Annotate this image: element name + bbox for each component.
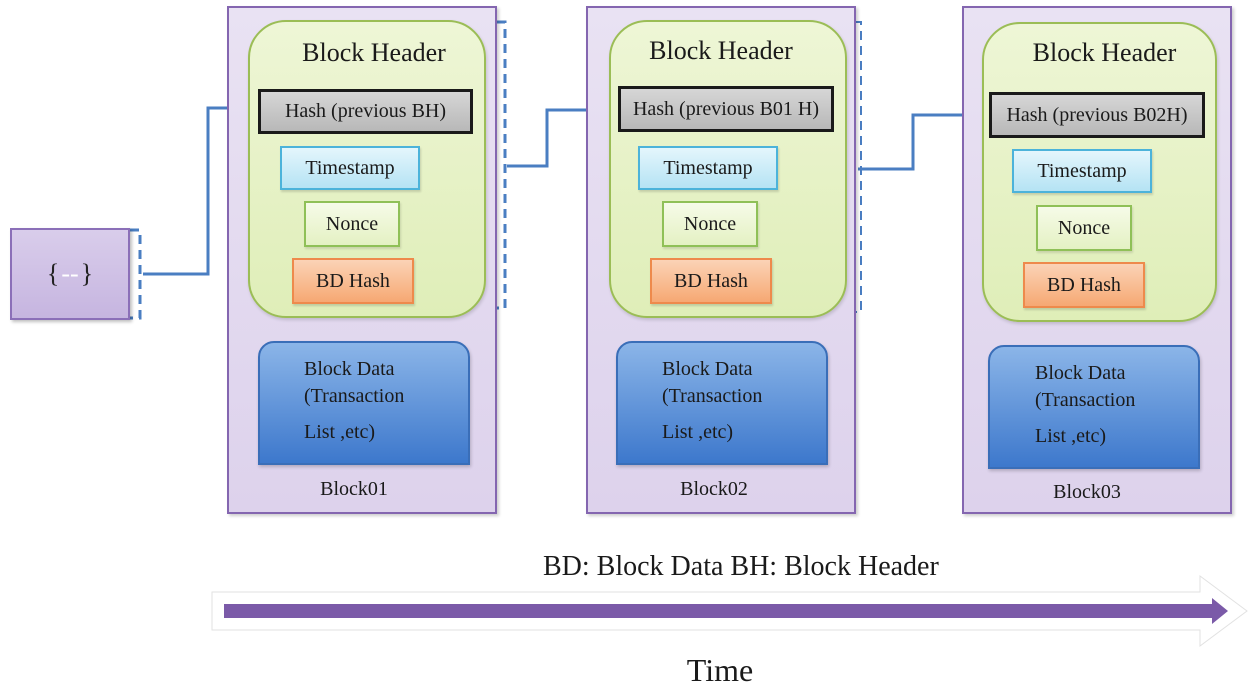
block-03-timestamp-field: Timestamp: [1012, 149, 1152, 193]
block-03-data-line1: Block Data: [1035, 362, 1126, 384]
block-01-data-line2: (Transaction: [304, 385, 405, 407]
block-02-label: Block02: [680, 478, 748, 500]
block-03-bd-hash-field: BD Hash: [1023, 262, 1145, 308]
block-01-data: Block Data (Transaction List ,etc): [258, 341, 470, 465]
block-03-data-line3: List ,etc): [1035, 425, 1107, 447]
timeline-label: Time: [686, 652, 754, 688]
legend-text: BD: Block Data BH: Block Header: [543, 551, 939, 582]
block-02-data: Block Data (Transaction List ,etc): [616, 341, 828, 465]
block-03-hash-field: Hash (previous B02H): [989, 92, 1205, 138]
block01-header-bracket: [497, 20, 507, 310]
block-02-data-line2: (Transaction: [662, 385, 763, 407]
origin-block: { -- }: [10, 228, 130, 320]
block02-header-bracket: [855, 21, 862, 313]
connector-block01-to-block02: [507, 105, 610, 168]
block-02-timestamp-field: Timestamp: [638, 146, 778, 190]
block-01-nonce-field: Nonce: [304, 201, 400, 247]
origin-brace-close: }: [80, 259, 94, 288]
block-01-header-title: Block Header: [302, 38, 446, 67]
block-02-data-line3: List ,etc): [662, 421, 734, 443]
origin-bracket: [130, 228, 142, 320]
block-02-bd-hash-field: BD Hash: [650, 258, 772, 304]
origin-brace-open: {: [46, 259, 60, 288]
connector-block02-to-block03: [858, 110, 988, 171]
origin-dashes: --: [61, 259, 79, 288]
block-03-nonce-field: Nonce: [1036, 205, 1132, 251]
block-02-data-line1: Block Data: [662, 358, 753, 380]
timeline-arrow-bar: [224, 598, 1228, 624]
block-02-header-title: Block Header: [649, 36, 793, 65]
block-01-data-line1: Block Data: [304, 358, 395, 380]
block-03-header-title: Block Header: [1032, 38, 1177, 67]
block-01-bd-hash-field: BD Hash: [292, 258, 414, 304]
block-03-label: Block03: [1053, 481, 1121, 503]
block-01-hash-field: Hash (previous BH): [258, 89, 473, 134]
block-01-data-line3: List ,etc): [304, 421, 376, 443]
block-01-timestamp-field: Timestamp: [280, 146, 420, 190]
block-02-hash-field: Hash (previous B01 H): [618, 86, 834, 132]
block-01-label: Block01: [320, 478, 388, 500]
block-03-data: Block Data (Transaction List ,etc): [988, 345, 1200, 469]
block-03-data-line2: (Transaction: [1035, 389, 1136, 411]
block-02-nonce-field: Nonce: [662, 201, 758, 247]
